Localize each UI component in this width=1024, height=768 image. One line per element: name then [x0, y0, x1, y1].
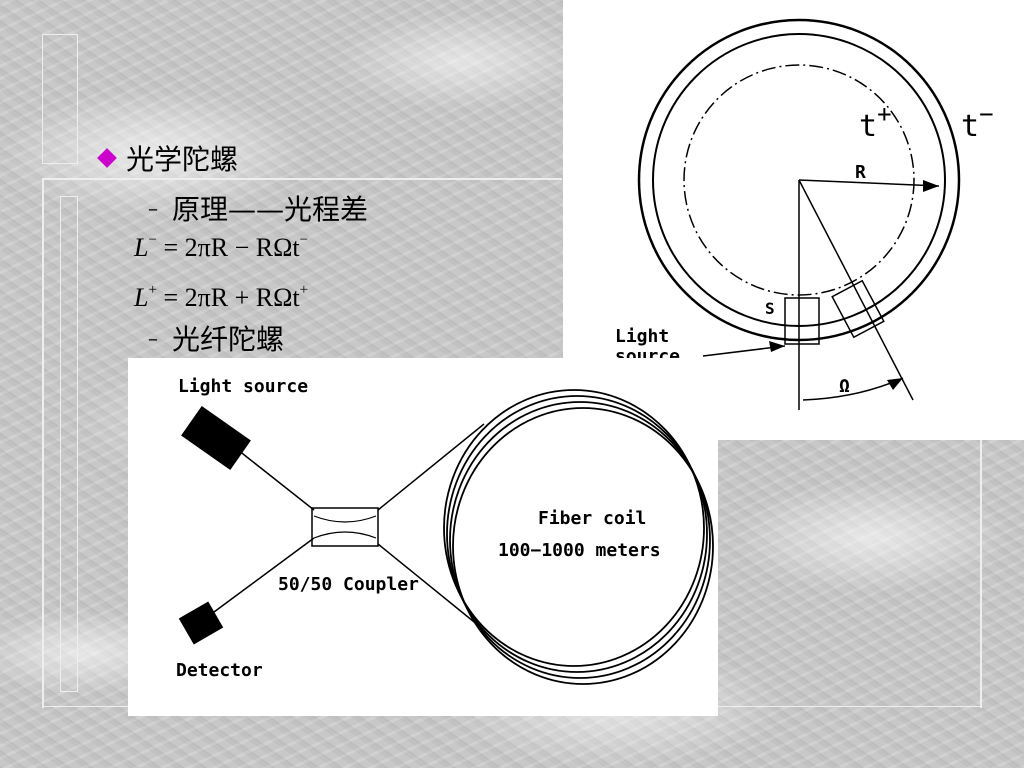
light-label-line1: Light: [615, 326, 669, 347]
sub-bullet-fiber-gyro: – 光纤陀螺: [148, 318, 284, 358]
formula1-rhs-sup: −: [299, 232, 309, 248]
dash-bullet-icon: –: [148, 326, 158, 350]
frame-line-right: [980, 440, 982, 708]
coil-loop-1: [443, 389, 705, 667]
diamond-bullet-icon: [97, 148, 117, 168]
fiber-to-coil-top: [377, 423, 485, 511]
t-minus-label: t−: [961, 100, 994, 144]
light-source-arrowhead: [769, 341, 785, 352]
formula1-lhs: L: [134, 233, 149, 262]
frame-line-horizontal: [42, 178, 562, 180]
coupler-box: [311, 507, 379, 547]
s-label: S: [765, 299, 775, 318]
bullet-heading: 光学陀螺: [97, 138, 239, 178]
detector-label: Detector: [176, 660, 263, 681]
formula1-rhs: = 2πR − RΩt: [163, 233, 300, 262]
coupler-upper-curve: [313, 515, 377, 523]
detector-block: [178, 601, 224, 645]
t-plus-label: t+: [859, 100, 892, 144]
coil-loop-2: [446, 395, 708, 673]
frame-box-top-left: [42, 34, 78, 164]
heading-text: 光学陀螺: [126, 143, 239, 176]
principle-text: 原理——光程差: [172, 193, 369, 226]
source-box-s: [784, 297, 820, 345]
formula1-lhs-sup: −: [148, 232, 157, 248]
radius-arrowhead: [923, 180, 939, 192]
sub-bullet-principle: – 原理——光程差: [148, 188, 368, 228]
formula2-lhs: L: [134, 283, 149, 312]
rotated-axis-line: [798, 179, 914, 401]
light-source-block: [181, 406, 251, 470]
fiber-to-detector: [213, 537, 315, 613]
coil-loop-4: [452, 407, 714, 685]
coupler-lower-curve: [313, 531, 377, 539]
omega-label: Ω: [839, 376, 850, 397]
formula2-lhs-sup: +: [148, 282, 157, 298]
fiber-coil-figure: Light source Detector 50/50 Coupler Fibe…: [176, 376, 714, 685]
formula-l-minus: L− = 2πR − RΩt−: [134, 232, 308, 263]
light-source-label: Light source: [178, 376, 308, 397]
frame-box-left: [60, 196, 78, 692]
formula2-rhs-sup: +: [299, 282, 309, 298]
sagnac-ring-figure: t+ t− R S Light source Ω: [615, 18, 994, 410]
omega-arrowhead: [887, 378, 903, 390]
radius-line: [798, 179, 940, 187]
coil-label-line2: 100−1000 meters: [498, 540, 661, 561]
coil-label-line1: Fiber coil: [538, 508, 646, 529]
rotated-source-box: [831, 279, 885, 339]
radius-label: R: [855, 162, 866, 183]
fiber-to-source: [237, 449, 315, 511]
frame-line-vertical: [42, 178, 44, 708]
dash-bullet-icon: –: [148, 196, 158, 220]
coupler-label: 50/50 Coupler: [278, 574, 419, 595]
formula2-rhs: = 2πR + RΩt: [163, 283, 300, 312]
fiber-gyro-text: 光纤陀螺: [172, 323, 285, 356]
fiber-to-coil-bottom: [377, 543, 485, 631]
coil-loop-3: [449, 401, 711, 679]
formula-l-plus: L+ = 2πR + RΩt+: [134, 282, 308, 313]
